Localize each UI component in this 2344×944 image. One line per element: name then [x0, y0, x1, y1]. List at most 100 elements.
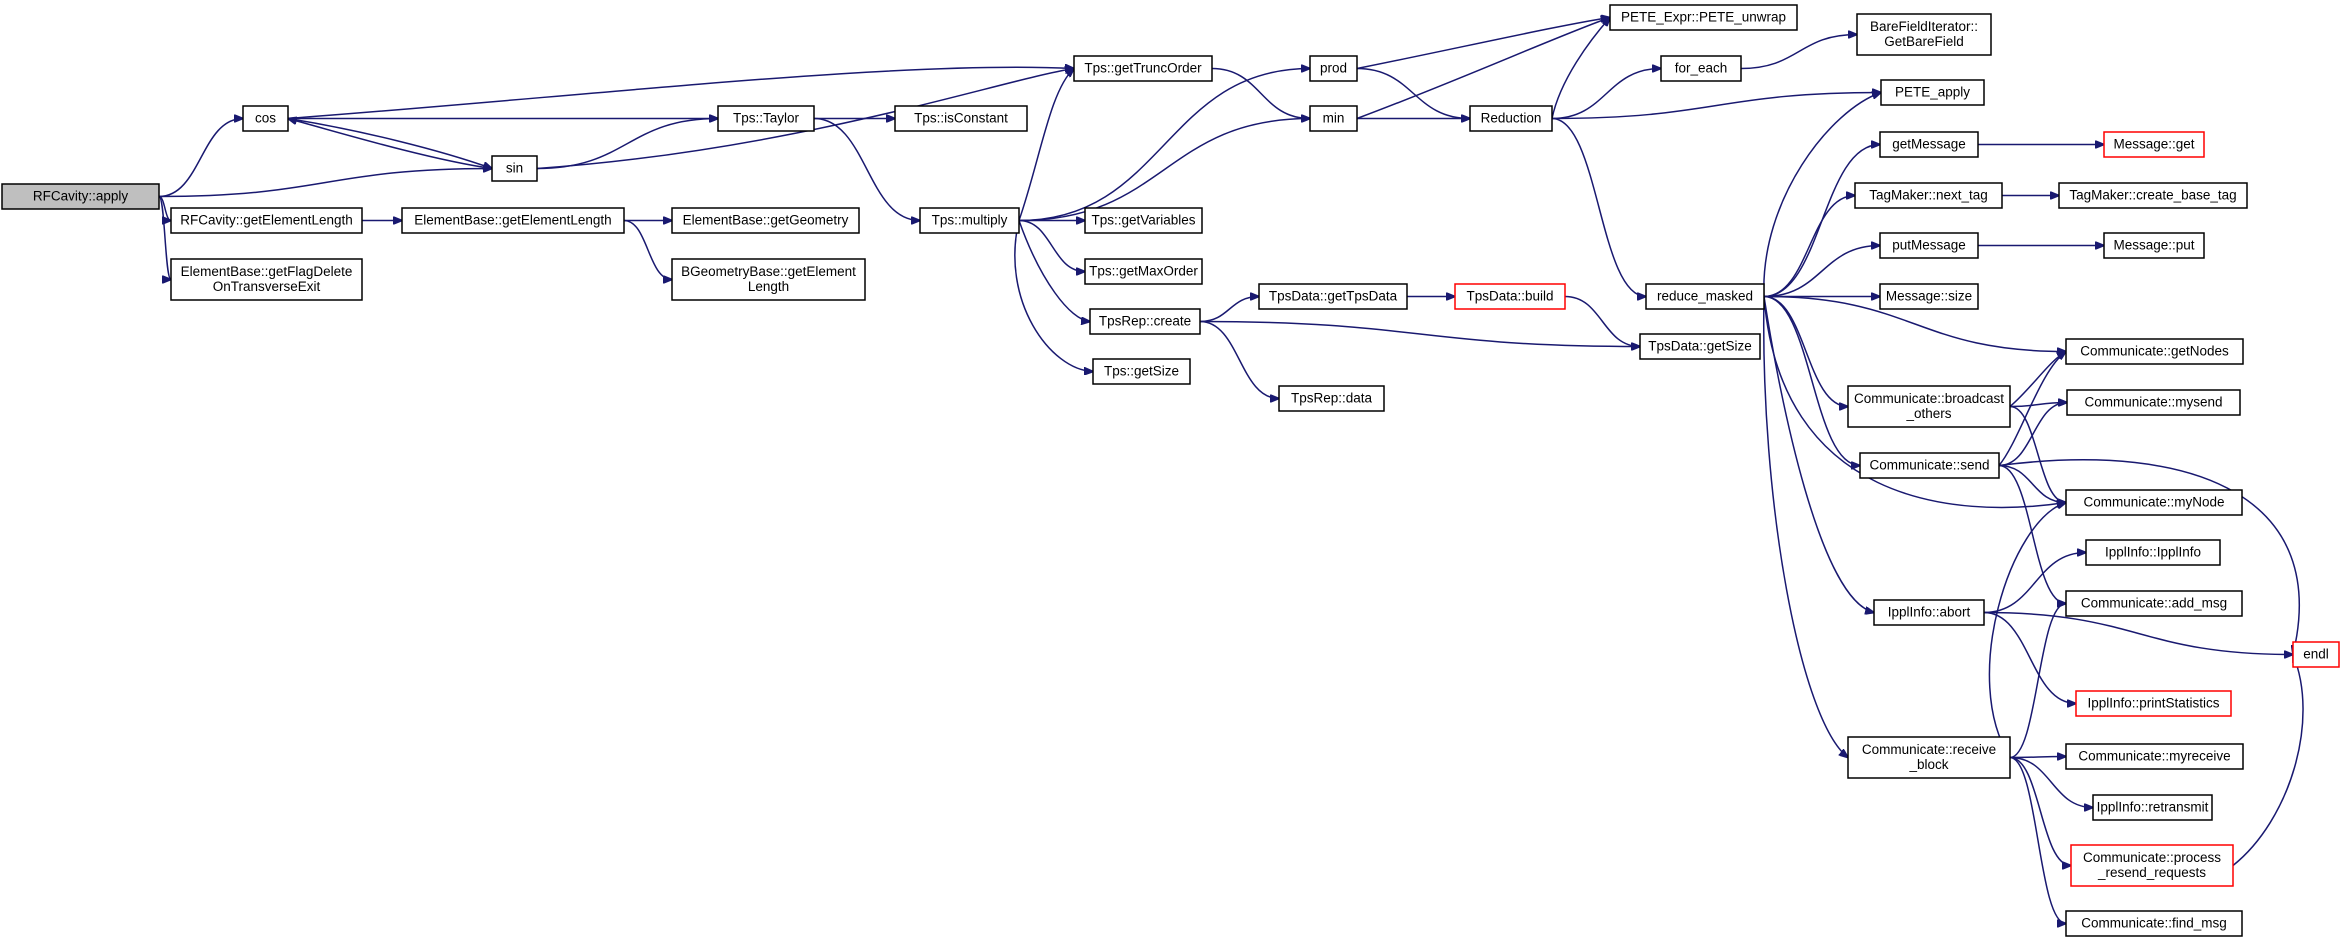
node-communicate-find-msg[interactable]: Communicate::find_msg: [2065, 910, 2243, 937]
node-box[interactable]: [1859, 452, 2000, 479]
node-tpsdata-gettpsdata[interactable]: TpsData::getTpsData: [1258, 283, 1408, 310]
node-box[interactable]: [170, 207, 363, 234]
node-box[interactable]: [2065, 489, 2243, 516]
node-box[interactable]: [1469, 105, 1553, 132]
node-communicate-add-msg[interactable]: Communicate::add_msg: [2065, 590, 2243, 617]
node-ipplinfo-ipplinfo[interactable]: IpplInfo::IpplInfo: [2085, 539, 2221, 566]
node-tps-isconstant[interactable]: Tps::isConstant: [894, 105, 1028, 132]
node-communicate-send[interactable]: Communicate::send: [1859, 452, 2000, 479]
node-tagmaker-create-base-tag[interactable]: TagMaker::create_base_tag: [2058, 182, 2248, 209]
node-box[interactable]: [1454, 283, 1566, 310]
node-tps-getsize[interactable]: Tps::getSize: [1092, 358, 1191, 385]
node-min[interactable]: min: [1309, 105, 1358, 132]
node-box[interactable]: [1879, 131, 1979, 158]
node-box[interactable]: [671, 258, 866, 301]
node-box[interactable]: [1856, 13, 1992, 56]
node-rfcavity-apply[interactable]: RFCavity::apply: [1, 183, 160, 210]
node-box[interactable]: [401, 207, 625, 234]
node-communicate-receive-block[interactable]: Communicate::receive_block: [1847, 736, 2011, 779]
node-ipplinfo-abort[interactable]: IpplInfo::abort: [1873, 599, 1985, 626]
node-sin[interactable]: sin: [491, 155, 538, 182]
node-communicate-mysend[interactable]: Communicate::mysend: [2066, 389, 2241, 416]
node-elementbase-getelementlength[interactable]: ElementBase::getElementLength: [401, 207, 625, 234]
node-getmessage[interactable]: getMessage: [1879, 131, 1979, 158]
node-cos[interactable]: cos: [242, 105, 289, 132]
node-tpsrep-data[interactable]: TpsRep::data: [1278, 385, 1385, 412]
node-tps-getvariables[interactable]: Tps::getVariables: [1084, 207, 1203, 234]
node-box[interactable]: [2103, 131, 2205, 158]
node-box[interactable]: [1309, 105, 1358, 132]
node-communicate-myreceive[interactable]: Communicate::myreceive: [2065, 743, 2244, 770]
node-box[interactable]: [1609, 4, 1798, 31]
node-tps-taylor[interactable]: Tps::Taylor: [717, 105, 815, 132]
node-box[interactable]: [1084, 258, 1203, 285]
node-box[interactable]: [1309, 55, 1358, 82]
node-box[interactable]: [491, 155, 538, 182]
node-tps-getmaxorder[interactable]: Tps::getMaxOrder: [1084, 258, 1203, 285]
node-message-size[interactable]: Message::size: [1879, 283, 1979, 310]
node-box[interactable]: [1084, 207, 1203, 234]
node-box[interactable]: [1879, 283, 1979, 310]
node-box[interactable]: [2058, 182, 2248, 209]
node-box[interactable]: [1854, 182, 2003, 209]
node-box[interactable]: [1073, 55, 1213, 82]
node-rfcavity-getelementlength[interactable]: RFCavity::getElementLength: [170, 207, 363, 234]
node-box[interactable]: [1639, 333, 1761, 360]
node-box[interactable]: [2065, 743, 2244, 770]
node-elementbase-getflagdelete[interactable]: ElementBase::getFlagDeleteOnTransverseEx…: [170, 258, 363, 301]
node-tps-multiply[interactable]: Tps::multiply: [919, 207, 1020, 234]
node-box[interactable]: [671, 207, 860, 234]
node-box[interactable]: [1660, 55, 1742, 82]
node-box[interactable]: [1879, 232, 1979, 259]
node-box[interactable]: [1092, 358, 1191, 385]
node-barefielditerator[interactable]: BareFieldIterator::GetBareField: [1856, 13, 1992, 56]
node-box[interactable]: [1258, 283, 1408, 310]
node-box[interactable]: [1847, 736, 2011, 779]
node-bgeometrybase-getelementlength[interactable]: BGeometryBase::getElementLength: [671, 258, 866, 301]
node-box[interactable]: [2103, 232, 2205, 259]
node-box[interactable]: [1873, 599, 1985, 626]
node-box[interactable]: [1847, 385, 2011, 428]
node-communicate-mynode[interactable]: Communicate::myNode: [2065, 489, 2243, 516]
node-box[interactable]: [1089, 308, 1201, 335]
node-box[interactable]: [2085, 539, 2221, 566]
node-reduction[interactable]: Reduction: [1469, 105, 1553, 132]
node-box[interactable]: [2092, 794, 2213, 821]
node-communicate-process-resend[interactable]: Communicate::process_resend_requests: [2070, 844, 2234, 887]
node-for-each[interactable]: for_each: [1660, 55, 1742, 82]
node-pete-apply[interactable]: PETE_apply: [1880, 79, 1985, 106]
node-reduce-masked[interactable]: reduce_masked: [1645, 283, 1765, 310]
node-box[interactable]: [1278, 385, 1385, 412]
node-tpsdata-getsize[interactable]: TpsData::getSize: [1639, 333, 1761, 360]
node-box[interactable]: [717, 105, 815, 132]
node-tagmaker-next-tag[interactable]: TagMaker::next_tag: [1854, 182, 2003, 209]
node-message-get[interactable]: Message::get: [2103, 131, 2205, 158]
node-communicate-getnodes[interactable]: Communicate::getNodes: [2065, 338, 2244, 365]
node-pete-unwrap[interactable]: PETE_Expr::PETE_unwrap: [1609, 4, 1798, 31]
node-box[interactable]: [919, 207, 1020, 234]
node-box[interactable]: [2065, 590, 2243, 617]
node-box[interactable]: [2066, 389, 2241, 416]
node-prod[interactable]: prod: [1309, 55, 1358, 82]
node-box[interactable]: [894, 105, 1028, 132]
node-tpsdata-build[interactable]: TpsData::build: [1454, 283, 1566, 310]
node-box[interactable]: [2065, 338, 2244, 365]
node-message-put[interactable]: Message::put: [2103, 232, 2205, 259]
node-elementbase-getgeometry[interactable]: ElementBase::getGeometry: [671, 207, 860, 234]
node-box[interactable]: [1645, 283, 1765, 310]
node-endl[interactable]: endl: [2292, 641, 2340, 668]
node-box[interactable]: [242, 105, 289, 132]
node-tpsrep-create[interactable]: TpsRep::create: [1089, 308, 1201, 335]
node-box[interactable]: [2292, 641, 2340, 668]
node-box[interactable]: [1, 183, 160, 210]
node-tps-gettruncorder[interactable]: Tps::getTruncOrder: [1073, 55, 1213, 82]
node-putmessage[interactable]: putMessage: [1879, 232, 1979, 259]
node-box[interactable]: [2075, 690, 2232, 717]
node-box[interactable]: [2070, 844, 2234, 887]
node-ipplinfo-retransmit[interactable]: IpplInfo::retransmit: [2092, 794, 2213, 821]
node-communicate-broadcast-others[interactable]: Communicate::broadcast_others: [1847, 385, 2011, 428]
node-box[interactable]: [1880, 79, 1985, 106]
node-ipplinfo-printstatistics[interactable]: IpplInfo::printStatistics: [2075, 690, 2232, 717]
node-box[interactable]: [170, 258, 363, 301]
node-box[interactable]: [2065, 910, 2243, 937]
